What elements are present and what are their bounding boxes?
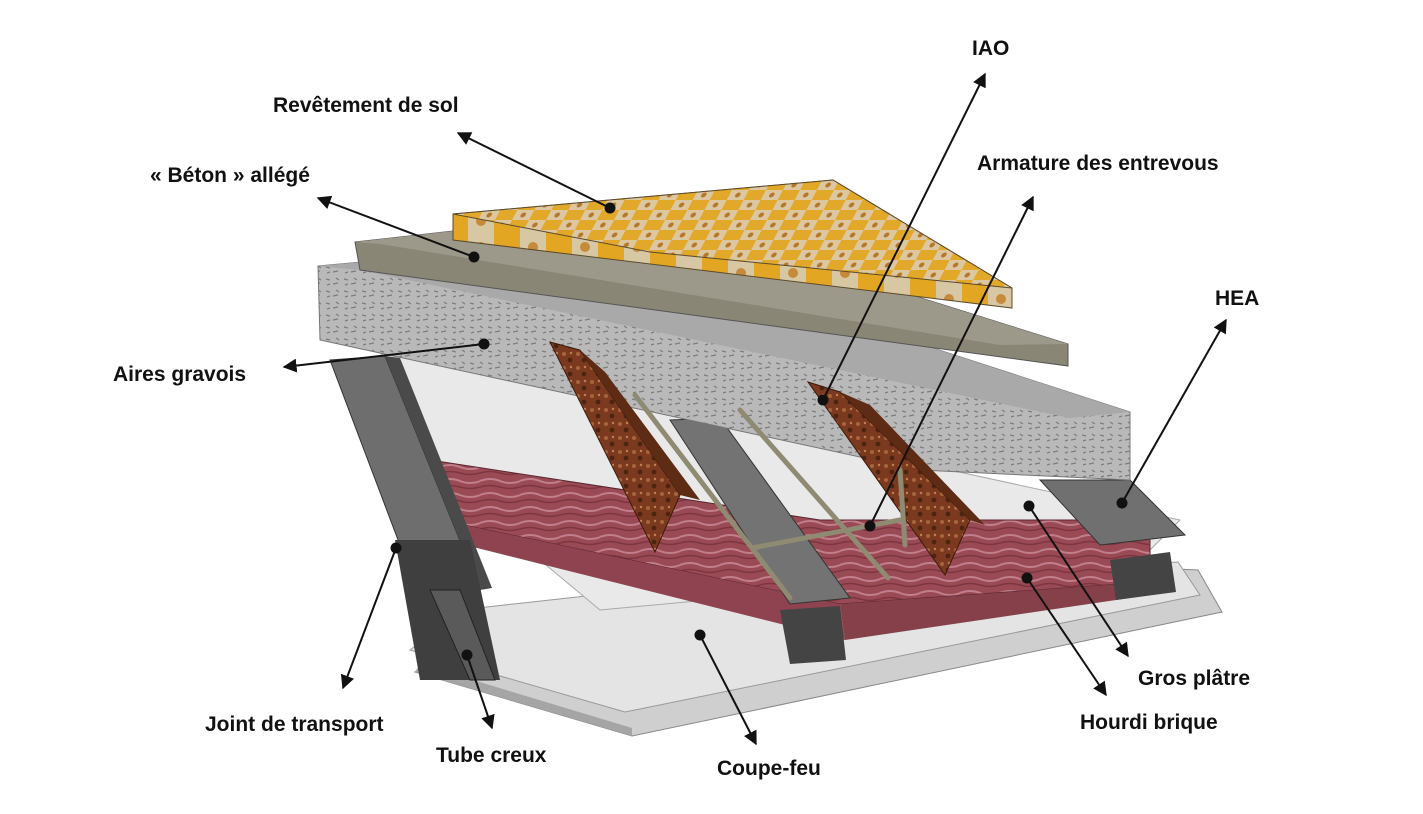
label-hourdi-brique: Hourdi brique xyxy=(1080,711,1218,734)
leader-revetement xyxy=(456,132,611,209)
label-coupe-feu: Coupe-feu xyxy=(717,757,821,780)
leader-lines xyxy=(282,72,1227,746)
label-aires-gravois: Aires gravois xyxy=(113,363,247,386)
leader-iao xyxy=(822,72,986,401)
leader-hea xyxy=(1121,318,1227,504)
leader-beton xyxy=(316,195,475,258)
leader-aires-gravois xyxy=(282,343,485,373)
label-beton-allege: « Béton » allégé xyxy=(150,164,310,187)
leader-dots xyxy=(390,202,1128,661)
iao-beam-left xyxy=(549,341,700,554)
leader-gros-platre xyxy=(1028,505,1129,658)
leader-coupe-feu xyxy=(699,634,757,746)
leader-hourdi xyxy=(1026,577,1107,697)
hea-beam-right xyxy=(1038,479,1187,600)
leader-joint-transport xyxy=(340,547,397,690)
leader-armature xyxy=(869,195,1034,527)
label-armature-entrevous: Armature des entrevous xyxy=(977,152,1219,175)
label-revetement-sol: Revêtement de sol xyxy=(273,94,459,117)
label-gros-platre: Gros plâtre xyxy=(1138,667,1251,690)
hea-beam-left xyxy=(329,355,500,681)
label-iao: IAO xyxy=(972,37,1010,60)
label-joint-transport: Joint de transport xyxy=(205,713,384,736)
label-tube-creux: Tube creux xyxy=(436,744,547,767)
label-hea: HEA xyxy=(1215,287,1260,310)
leader-tube-creux xyxy=(466,654,495,730)
revetement-sol-layer xyxy=(452,179,1013,309)
